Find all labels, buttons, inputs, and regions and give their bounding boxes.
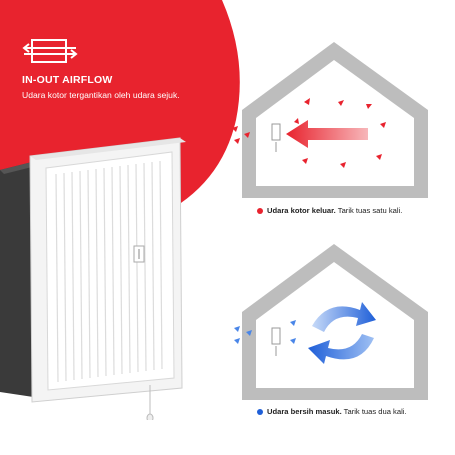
house-diagram-air-in — [234, 244, 428, 400]
caption-air-in: Udara bersih masuk. Tarik tuas dua kali. — [257, 407, 407, 416]
blue-circular-arrows-icon — [308, 302, 376, 364]
red-straight-arrow-icon — [286, 120, 368, 148]
exhaust-fan-image — [0, 137, 186, 420]
caption-air-out: Udara kotor keluar. Tarik tuas satu kali… — [257, 206, 402, 215]
house-diagram-air-out — [232, 42, 428, 198]
red-dot-icon — [257, 207, 263, 214]
in-out-airflow-icon — [22, 39, 78, 63]
blue-dot-icon — [257, 408, 263, 415]
hero-subtitle: Udara kotor tergantikan oleh udara sejuk… — [22, 90, 180, 100]
hero-title: IN-OUT AIRFLOW — [22, 74, 113, 86]
